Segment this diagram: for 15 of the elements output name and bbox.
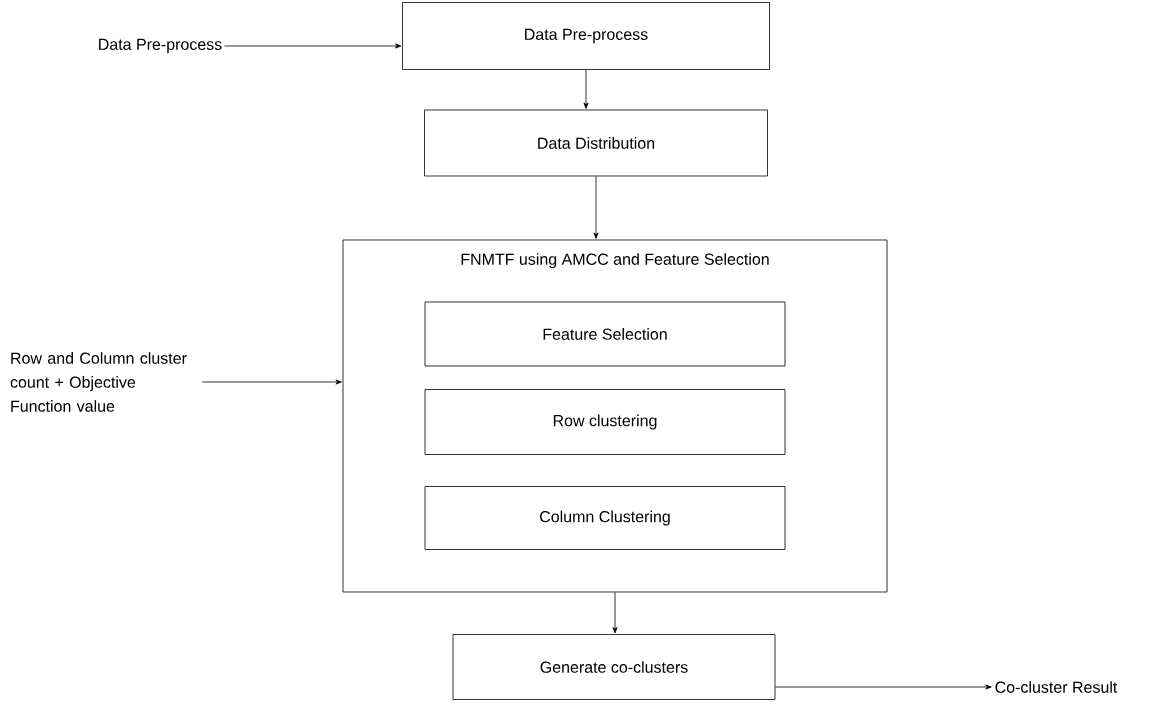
text-label: Co-cluster Result xyxy=(995,681,1118,693)
arrow xyxy=(775,684,992,690)
process-box: Column Clustering xyxy=(424,486,786,550)
process-box: Generate co-clusters xyxy=(452,634,776,700)
arrow xyxy=(224,43,402,49)
process-box: Data Distribution xyxy=(424,109,768,177)
process-box: Feature Selection xyxy=(424,301,786,367)
arrow xyxy=(201,379,342,385)
process-box: Data Pre-process xyxy=(402,2,770,70)
text-label: Data Pre-process xyxy=(99,38,222,54)
process-box: Row clustering xyxy=(424,389,786,455)
input-label: Row and Column cluster count + Objective Function value xyxy=(10,352,187,412)
arrow xyxy=(583,69,589,109)
arrow xyxy=(593,176,599,239)
arrow xyxy=(612,592,618,634)
